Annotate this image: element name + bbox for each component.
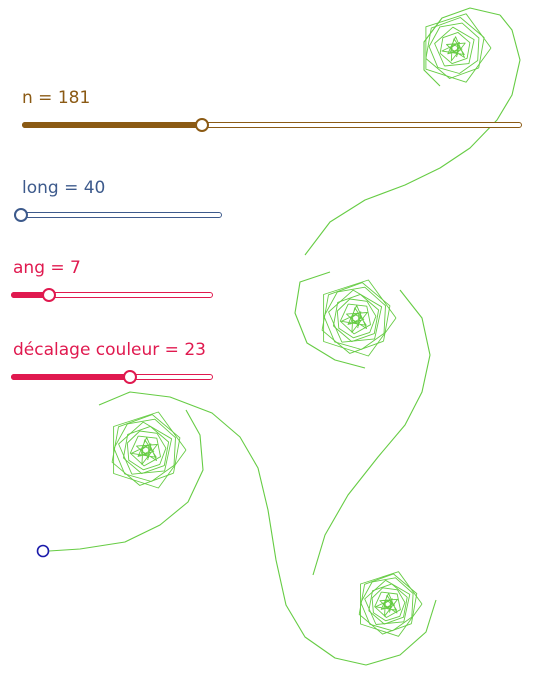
start-point[interactable] [36,544,50,558]
slider-ang-fill [11,292,50,298]
spiral-knot-ring [439,31,471,65]
spiral-knot-ring [113,411,187,489]
curve-segment [312,289,431,576]
spiral-knot-ring [113,418,176,482]
spiral-knot-ring [323,279,397,357]
slider-ang-handle[interactable] [42,288,57,302]
spiral-knot-ring [368,583,408,625]
spiral-knot-ring [425,13,492,83]
spiral-knot-ring [111,414,181,486]
curve-segment [98,391,437,666]
curve-segment [294,271,366,369]
spiral-knot-ring [336,298,377,339]
spiral-knot-core [130,436,158,465]
spiral-knot-ring [328,289,383,343]
slider-ang[interactable]: ang = 7 [11,258,215,308]
slider-long-handle[interactable] [14,208,28,222]
spiral-knot-core [375,592,399,617]
slider-decalage-couleur-fill [11,374,131,380]
curve-segment [48,409,204,552]
spiral-knot-ring [118,421,173,475]
spiral-knot-ring [358,573,418,635]
slider-ang-label: ang = 7 [13,258,81,278]
curve-segment [423,7,501,87]
spiral-knot-ring [122,425,170,475]
slider-decalage-couleur[interactable]: décalage couleur = 23 [11,340,215,390]
spiral-knot-ring [339,303,371,335]
spiral-knot-ring [425,17,485,79]
spiral-knot-ring [364,579,411,625]
spiral-knot-core [340,304,368,333]
slider-n-label: n = 181 [22,88,91,108]
spiral-knot-ring [360,571,423,637]
slider-long[interactable]: long = 40 [14,178,226,228]
spiral-knot-ring [360,577,414,632]
slider-n-handle[interactable] [195,118,209,132]
spiral-knot-ring [126,430,167,471]
slider-decalage-couleur-handle[interactable] [123,370,138,384]
spiral-knot-ring [434,26,475,67]
spiral-knot-ring [332,293,380,343]
curve-segment [304,14,521,256]
spiral-knot-ring [374,591,401,618]
slider-n[interactable]: n = 181 [22,88,524,138]
spiral-knot-ring [371,587,406,622]
spiral-knot-core [441,36,466,62]
slider-n-fill [22,122,202,128]
spiral-knot-ring [323,286,386,350]
slider-decalage-couleur-label: décalage couleur = 23 [13,340,206,360]
spiral-knot-ring [321,282,391,354]
spiral-knot-ring [428,22,480,74]
spiral-knot-ring [129,435,161,467]
slider-long-label: long = 40 [22,178,106,198]
spiral-curve [48,7,521,666]
slider-long-track[interactable] [14,212,222,218]
